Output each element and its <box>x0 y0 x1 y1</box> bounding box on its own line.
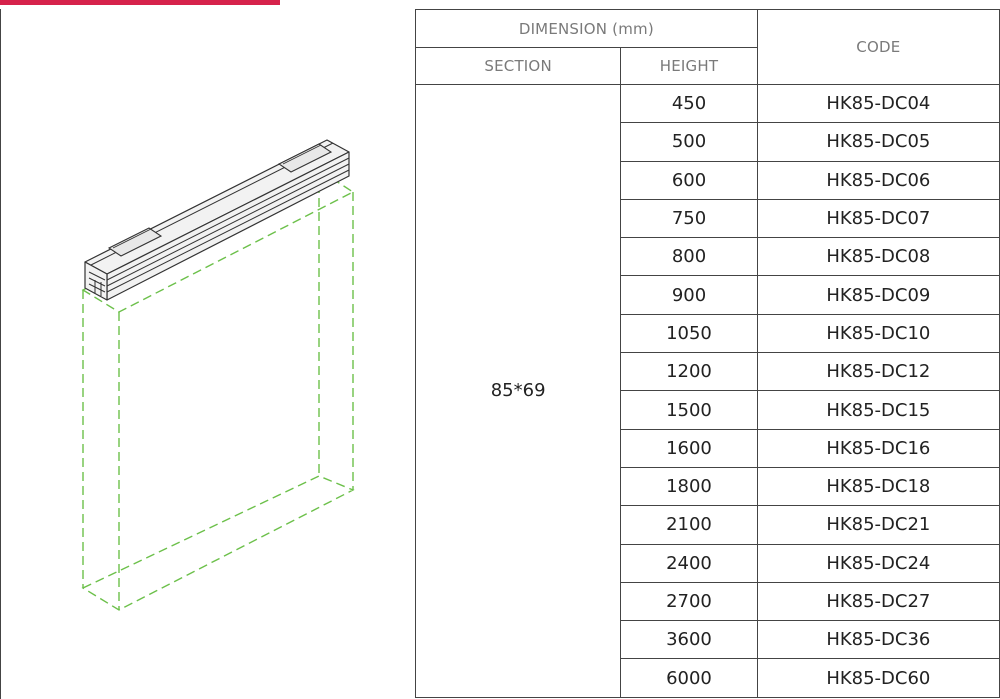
height-cell: 800 <box>620 237 758 277</box>
height-cell: 1600 <box>620 428 758 468</box>
dimension-header: DIMENSION (mm) <box>415 9 758 48</box>
spec-table: DIMENSION (mm) CODE SECTION HEIGHT 85*69… <box>414 9 1000 698</box>
code-cell: HK85-DC16 <box>756 428 1000 468</box>
code-cell: HK85-DC07 <box>756 198 1000 239</box>
code-cell: HK85-DC18 <box>756 466 1000 507</box>
aluminium-profile-frame-drawing-icon <box>81 139 355 611</box>
height-cell: 1050 <box>620 313 758 354</box>
accent-bar <box>0 0 280 5</box>
code-cell: HK85-DC05 <box>756 122 1000 162</box>
code-cell: HK85-DC04 <box>756 83 1000 124</box>
frame-left-border <box>0 9 1 699</box>
code-cell: HK85-DC12 <box>756 352 1000 392</box>
code-cell: HK85-DC60 <box>756 658 1000 698</box>
code-cell: HK85-DC08 <box>756 237 1000 277</box>
code-header: CODE <box>756 9 1000 85</box>
height-cell: 2100 <box>620 505 758 545</box>
section-value: 85*69 <box>414 84 622 698</box>
height-cell: 600 <box>620 160 758 200</box>
code-cell: HK85-DC06 <box>756 160 1000 200</box>
height-cell: 1800 <box>620 466 758 507</box>
height-cell: 1200 <box>620 352 758 392</box>
section-header: SECTION <box>414 47 622 85</box>
height-cell: 2400 <box>620 543 758 583</box>
height-header: HEIGHT <box>620 47 758 85</box>
code-cell: HK85-DC15 <box>756 390 1000 430</box>
code-cell: HK85-DC24 <box>756 543 1000 583</box>
code-cell: HK85-DC10 <box>756 313 1000 354</box>
product-image-panel <box>1 10 415 694</box>
height-cell: 3600 <box>620 620 758 660</box>
height-cell: 450 <box>620 83 758 124</box>
code-cell: HK85-DC36 <box>756 620 1000 660</box>
height-cell: 500 <box>620 122 758 162</box>
code-cell: HK85-DC27 <box>756 581 1000 622</box>
code-cell: HK85-DC09 <box>756 275 1000 315</box>
height-cell: 750 <box>620 198 758 239</box>
height-cell: 6000 <box>620 658 758 698</box>
code-cell: HK85-DC21 <box>756 505 1000 545</box>
height-cell: 1500 <box>620 390 758 430</box>
height-cell: 2700 <box>620 581 758 622</box>
height-cell: 900 <box>620 275 758 315</box>
